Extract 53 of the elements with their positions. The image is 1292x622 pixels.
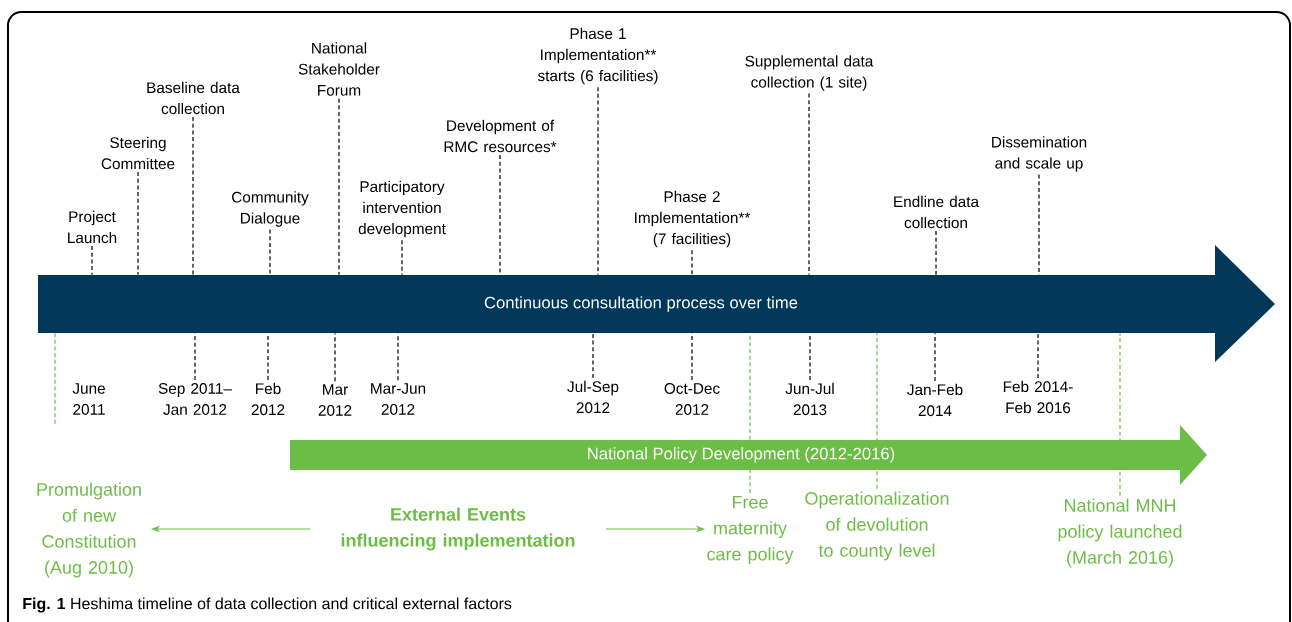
leader-line xyxy=(809,332,811,381)
event-label: Endline data collection xyxy=(894,195,980,229)
external-event-label: Operationalization of devolution to county level xyxy=(805,491,949,561)
date-label: Sep 2011– Jan 2012 xyxy=(158,383,232,415)
event-label: Phase 1 Implementation** starts (6 facilities) xyxy=(537,27,658,85)
leader-line xyxy=(749,332,751,494)
leader-line xyxy=(192,116,194,276)
event-label: National Stakeholder Forum xyxy=(298,42,380,96)
leader-line xyxy=(267,332,269,381)
leader-line xyxy=(137,171,139,276)
event-label: Participatory intervention development xyxy=(358,180,446,238)
leader-line xyxy=(338,98,340,276)
event-label: Community Dialogue xyxy=(232,191,309,227)
event-label: Development of RMC resources* xyxy=(444,119,557,153)
leader-line xyxy=(1038,174,1040,276)
event-label: Supplemental data collection (1 site) xyxy=(745,55,874,91)
event-label: Baseline data collection xyxy=(147,81,240,115)
external-event-label: Promulgation of new Constitution (Aug 2010) xyxy=(37,482,141,578)
date-label: Jan-Feb 2014 xyxy=(907,383,963,417)
date-label: Jun-Jul 2013 xyxy=(785,382,834,416)
leader-line xyxy=(397,332,399,381)
date-label: Feb 2014- Feb 2016 xyxy=(1003,380,1073,414)
leader-line xyxy=(691,249,693,276)
date-label: Feb 2012 xyxy=(251,382,285,416)
event-label: Phase 2 Implementation** (7 facilities) xyxy=(635,190,751,248)
leader-line xyxy=(269,229,271,276)
leader-line xyxy=(592,332,594,379)
figure-caption: Fig. 1 Heshima timeline of data collection and critical external factors xyxy=(23,597,512,613)
leader-line xyxy=(934,332,936,382)
date-label: June 2011 xyxy=(72,383,105,415)
leader-line xyxy=(499,154,501,276)
date-label: Oct-Dec 2012 xyxy=(664,383,720,415)
external-event-label: National MNH policy launched (March 2016) xyxy=(1058,498,1182,568)
leader-line xyxy=(935,230,937,276)
leader-line xyxy=(1119,332,1121,497)
leader-line xyxy=(597,86,599,276)
event-label: Dissemination and scale up xyxy=(992,136,1087,172)
leader-line xyxy=(876,332,878,490)
leader-line xyxy=(401,239,403,276)
leader-line xyxy=(808,93,810,276)
external-events-heading: External Events influencing implementation xyxy=(341,507,575,551)
event-label: Project Launch xyxy=(68,210,117,244)
event-label: Steering Committee xyxy=(101,136,175,170)
leader-line xyxy=(691,332,693,381)
leader-line xyxy=(194,332,196,381)
leader-line xyxy=(54,332,56,425)
date-label: Mar-Jun 2012 xyxy=(371,383,426,415)
leader-line xyxy=(91,245,93,276)
date-label: Jul-Sep 2012 xyxy=(567,380,619,414)
date-label: Mar 2012 xyxy=(318,384,352,416)
leader-line xyxy=(1037,332,1039,379)
leader-line xyxy=(334,332,336,382)
external-event-label: Free maternity care policy xyxy=(707,495,794,565)
